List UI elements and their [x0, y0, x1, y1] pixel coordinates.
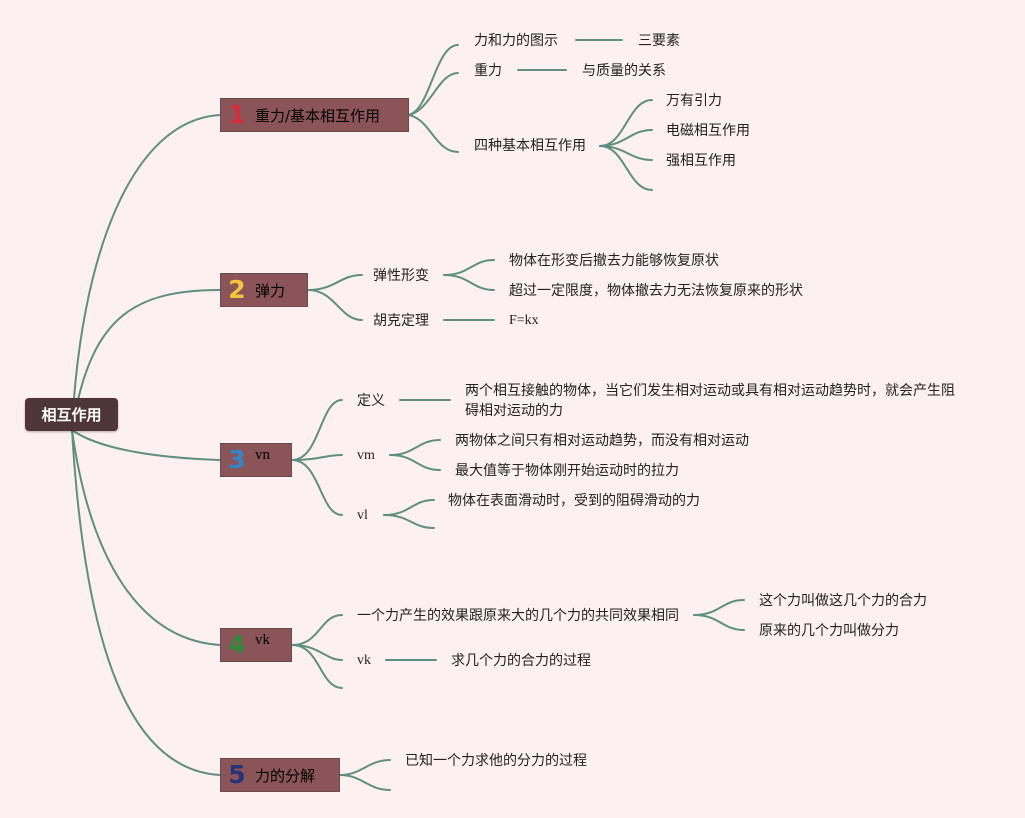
link-b3-c2	[291, 454, 343, 461]
link-b2-c1	[307, 274, 363, 291]
topic-b3-c2[interactable]: vm	[357, 448, 375, 463]
topic-b1-c1[interactable]: 力和力的图示	[474, 33, 558, 49]
branch-node-2[interactable]: 2 弹力	[220, 273, 308, 307]
branch-label-2: 弹力	[255, 281, 286, 300]
link-root-branch-4	[71, 429, 221, 646]
topic-b4-c2[interactable]: vk	[357, 653, 371, 668]
topic-b2-c1[interactable]: 弹性形变	[373, 268, 429, 284]
topic-b3-c2-item-1[interactable]: 两物体之间只有相对运动趋势，而没有相对运动	[455, 433, 749, 449]
link-b5-c2	[339, 774, 391, 791]
topic-b3-c2-item-2[interactable]: 最大值等于物体刚开始运动时的拉力	[455, 463, 679, 479]
root-label: 相互作用	[41, 406, 102, 424]
topic-b4-c1[interactable]: 一个力产生的效果跟原来大的几个力的共同效果相同	[357, 608, 679, 624]
topic-b4-c1-item-2[interactable]: 原来的几个力叫做分力	[759, 623, 899, 639]
link-b3-c3	[291, 459, 343, 516]
link-root-branch-3	[71, 429, 221, 461]
badge-number-5: 5	[228, 760, 246, 789]
branch-node-3[interactable]: 3 vn	[220, 443, 292, 477]
link-b4-c3	[291, 644, 343, 689]
topic-b1-c3[interactable]: 四种基本相互作用	[474, 138, 586, 154]
branch-label-5: 力的分解	[255, 766, 316, 785]
topic-b1-c3-item-1[interactable]: 万有引力	[666, 93, 722, 109]
topic-b2-c2-detail[interactable]: F=kx	[509, 313, 539, 328]
link-b3-c3-i2	[383, 514, 435, 529]
link-b3-c2-i2	[389, 454, 441, 471]
branch-label-4: vk	[255, 631, 270, 648]
topic-b1-c1-detail[interactable]: 三要素	[638, 33, 680, 49]
badge-number-4: 4	[228, 630, 246, 659]
topic-b2-c1-item-2[interactable]: 超过一定限度，物体撤去力无法恢复原来的形状	[509, 283, 803, 299]
link-root-branch-2	[71, 289, 221, 431]
link-b2-c1-i2	[443, 274, 495, 291]
topic-b1-c2-detail[interactable]: 与质量的关系	[582, 63, 666, 79]
topic-b4-c1-item-1[interactable]: 这个力叫做这几个力的合力	[759, 593, 927, 609]
link-b4-c1	[291, 614, 343, 646]
topic-b1-c2[interactable]: 重力	[474, 63, 502, 79]
link-b3-c3-i1	[383, 499, 435, 516]
topic-b2-c2[interactable]: 胡克定理	[373, 313, 429, 329]
topic-b4-c2-detail[interactable]: 求几个力的合力的过程	[451, 653, 591, 669]
topic-b1-c3-item-3[interactable]: 强相互作用	[666, 153, 736, 169]
link-b1-c2	[407, 72, 459, 116]
branch-node-1[interactable]: 1 重力/基本相互作用	[220, 98, 409, 132]
topic-b1-c3-item-2[interactable]: 电磁相互作用	[666, 123, 750, 139]
root-node[interactable]: 相互作用	[25, 398, 118, 431]
branch-node-5[interactable]: 5 力的分解	[220, 758, 340, 792]
link-b2-c1-i1	[443, 259, 495, 276]
link-b1-c1	[407, 44, 459, 116]
badge-number-3: 3	[228, 445, 246, 474]
link-b4-c1-i1	[693, 599, 745, 616]
topic-b2-c1-item-1[interactable]: 物体在形变后撤去力能够恢复原状	[509, 253, 719, 269]
link-b1-c3-i4	[599, 145, 653, 191]
topic-b3-c3-item-1[interactable]: 物体在表面滑动时，受到的阻碍滑动的力	[448, 493, 700, 509]
link-b4-c1-i2	[693, 614, 745, 631]
link-root-branch-5	[71, 429, 221, 776]
link-b1-c3	[407, 114, 459, 153]
branch-node-4[interactable]: 4 vk	[220, 628, 292, 662]
link-b3-c1	[291, 399, 343, 461]
branch-label-3: vn	[255, 446, 270, 463]
topic-b3-c3[interactable]: vl	[357, 508, 368, 523]
link-root-branch-1	[71, 114, 221, 431]
topic-b5-c1[interactable]: 已知一个力求他的分力的过程	[405, 753, 587, 769]
link-b2-c2	[307, 289, 363, 321]
topic-b3-c1[interactable]: 定义	[357, 393, 385, 409]
link-b3-c2-i1	[389, 439, 441, 456]
badge-number-1: 1	[228, 100, 246, 129]
badge-number-2: 2	[228, 275, 246, 304]
topic-b3-c1-detail[interactable]: 两个相互接触的物体，当它们发生相对运动或具有相对运动趋势时，就会产生阻碍相对运动…	[465, 383, 955, 419]
branch-label-1: 重力/基本相互作用	[255, 106, 381, 125]
link-b5-c1	[339, 759, 391, 776]
